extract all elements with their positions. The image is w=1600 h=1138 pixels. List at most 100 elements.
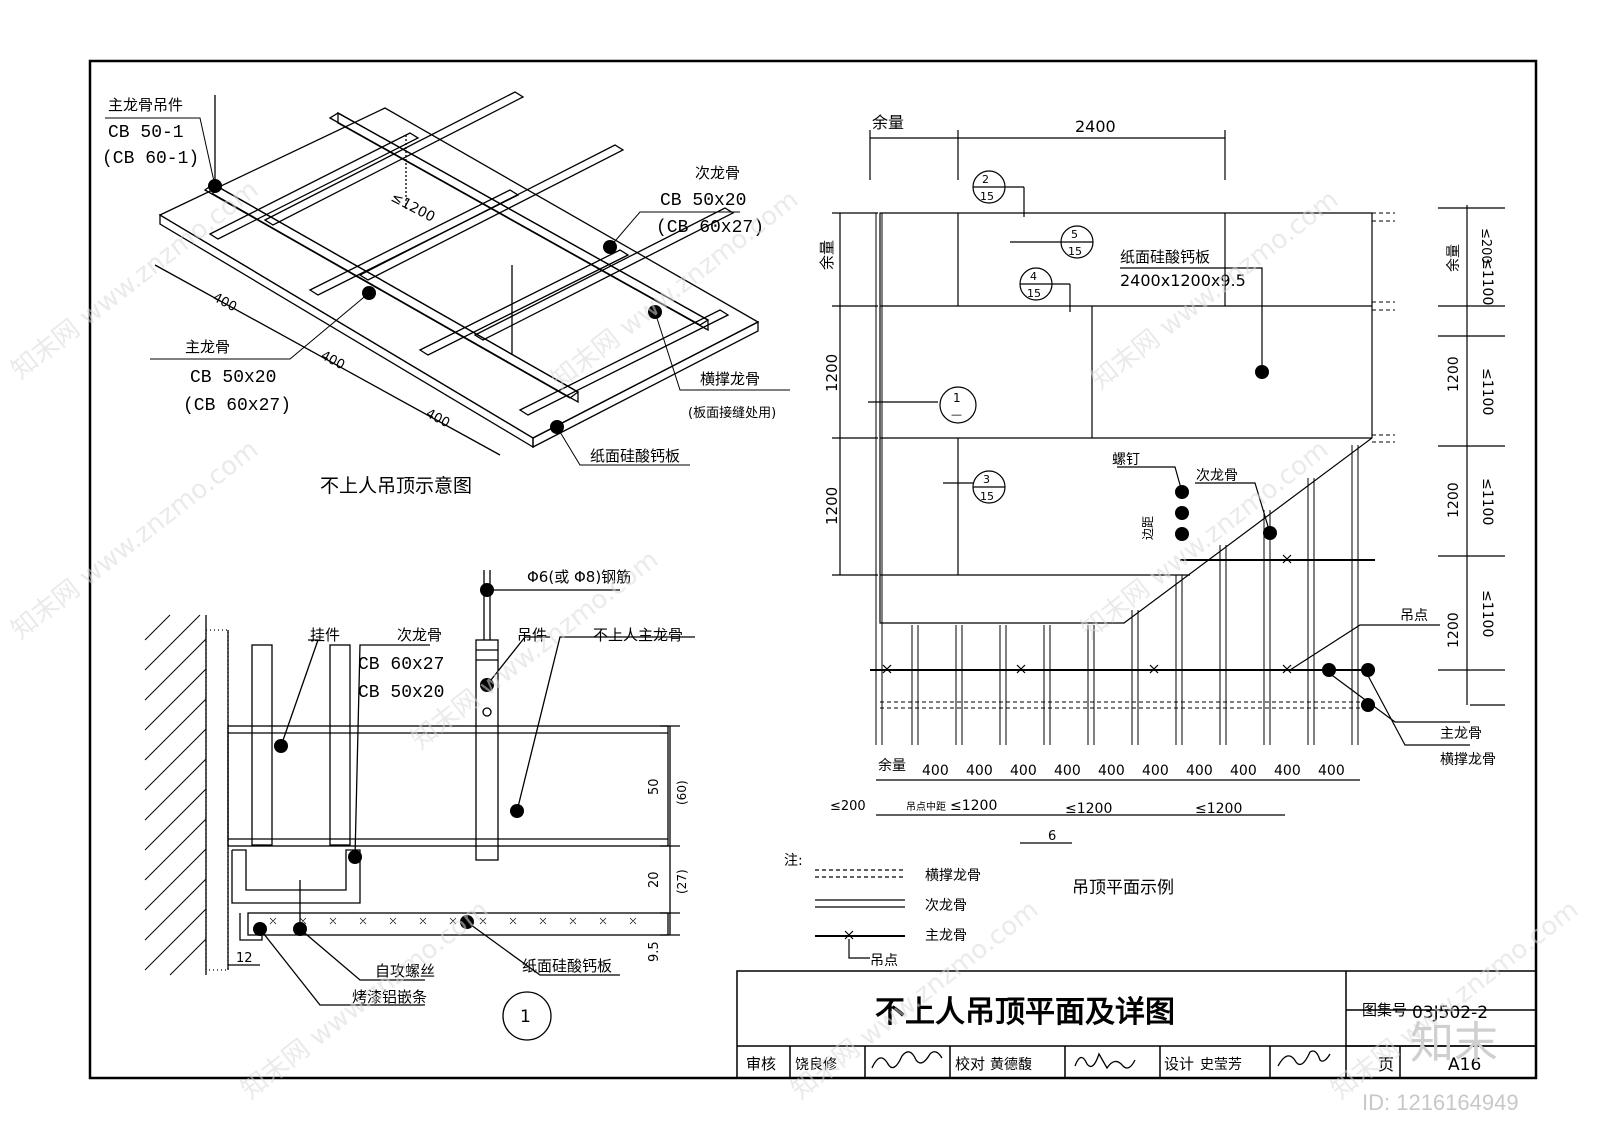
iso-title: 不上人吊顶示意图 xyxy=(320,475,472,497)
detail-dim-5: 9.5 xyxy=(647,941,662,962)
watermark-3: 知末网 www.znzmo.com xyxy=(1086,185,1344,396)
iso-sec-spec1: CB 50x20 xyxy=(660,191,746,211)
iso-main-spec2: (CB 60x27) xyxy=(183,396,291,416)
iso-main-spec1: CB 50x20 xyxy=(190,368,276,388)
plan-bottom2-2: 吊点中距 xyxy=(906,800,946,813)
callout-1-top: 1 xyxy=(953,391,961,405)
atlas-label: 图集号 xyxy=(1362,1001,1407,1019)
plan-bottom-margin: 余量 xyxy=(878,757,906,774)
iso-main-name: 主龙骨 xyxy=(185,338,230,356)
detail-pendant: 挂件 xyxy=(310,626,340,644)
watermark-7: 知末网 www.znzmo.com xyxy=(236,895,494,1106)
detail-dim-4: (27) xyxy=(675,869,689,894)
plan-dots xyxy=(1175,365,1375,712)
plan-bottom-dim-1: 400 xyxy=(922,763,949,779)
plan-right-dim-3: ≤1100 xyxy=(1479,368,1495,415)
plan-right-dim-4: 1200 xyxy=(1446,482,1462,518)
detail-view xyxy=(144,570,695,1041)
detail-xhatch xyxy=(269,917,637,925)
callout-1-bottom: — xyxy=(951,408,962,421)
designer-signature xyxy=(1277,1050,1331,1067)
page-no: A16 xyxy=(1448,1055,1481,1075)
plan-board-label: 纸面硅酸钙板 xyxy=(1120,248,1210,266)
detail-sec-spec2: CB 50x20 xyxy=(358,683,444,703)
detail-rebar: Φ6(或 Φ8)钢筋 xyxy=(527,568,631,586)
plan-board-outline xyxy=(879,212,1373,624)
review-label: 审核 xyxy=(746,1055,776,1073)
plan-main-keel: 主龙骨 xyxy=(1440,726,1482,742)
plan-right-top: ≤200 xyxy=(1478,228,1493,264)
brand-logo: 知末 xyxy=(1410,1018,1498,1069)
image-id: ID: 1216164949 xyxy=(1362,1090,1519,1115)
wall-hatch xyxy=(144,614,207,976)
plan-top-margin: 余量 xyxy=(872,113,904,132)
callout-3-top: 3 xyxy=(983,473,990,486)
detail-dim-3: 20 xyxy=(647,871,662,888)
iso-cross-keels xyxy=(263,91,735,341)
callout-4-bottom: 15 xyxy=(1027,287,1041,300)
iso-hanger-spec1: CB 50-1 xyxy=(108,123,184,143)
plan-bottom2-5: ≤1200 xyxy=(1195,801,1242,817)
plan-top-dim: 2400 xyxy=(1075,117,1116,136)
iso-cross-name: 横撑龙骨 xyxy=(700,370,760,388)
plan-hang-point: 吊点 xyxy=(1400,608,1428,624)
plan-right-margin: 余量 xyxy=(1445,244,1462,272)
callout-3-bottom: 15 xyxy=(980,490,994,503)
plan-view xyxy=(815,130,1505,959)
plan-sec-keels xyxy=(875,213,1359,745)
iso-sec-spec2: (CB 60x27) xyxy=(656,218,764,238)
detail-screw: 自攻螺丝 xyxy=(375,962,435,980)
iso-hanger-name: 主龙骨吊件 xyxy=(108,96,183,114)
plan-left-dim-2: 1200 xyxy=(823,487,841,525)
detail-hanger: 吊件 xyxy=(517,626,547,644)
plan-cross-keels xyxy=(880,212,1395,709)
plan-bottom-dim-8: 400 xyxy=(1230,763,1257,779)
plan-left-dim-1: 1200 xyxy=(823,354,841,392)
check-label: 校对 xyxy=(955,1055,985,1073)
legend-sec: 次龙骨 xyxy=(925,898,967,914)
plan-cross-keel: 横撑龙骨 xyxy=(1440,752,1496,768)
title-block xyxy=(736,970,1537,1079)
callout-5-bottom: 15 xyxy=(1068,245,1082,258)
plan-bottom-dim-4: 400 xyxy=(1054,763,1081,779)
title-block-text: 不上人吊顶平面及详图 图集号 03J502-2 审核 饶良修 校对 黄德馥 设计… xyxy=(746,995,1488,1075)
plan-bottom-dim-7: 400 xyxy=(1186,763,1213,779)
detail-number: 1 xyxy=(520,1007,531,1027)
designer: 史莹芳 xyxy=(1200,1056,1242,1073)
detail-w12: 12 xyxy=(236,951,253,966)
plan-right-dim-7: ≤1100 xyxy=(1479,590,1495,637)
detail-labels: Φ6(或 Φ8)钢筋 挂件 次龙骨 CB 60x27 CB 50x20 吊件 不… xyxy=(236,568,689,1027)
reviewer-signature xyxy=(871,1051,943,1069)
iso-leaders xyxy=(105,117,790,466)
plan-right-dim-1: ≤1100 xyxy=(1479,258,1495,305)
plan-hang-points xyxy=(882,554,1292,674)
plan-screw: 螺钉 xyxy=(1112,452,1140,468)
legend-main: 主龙骨 xyxy=(925,928,967,944)
detail-dim-1: 50 xyxy=(647,778,662,795)
plan-bottom-dim-3: 400 xyxy=(1010,763,1037,779)
plan-bottom2-3: ≤1200 xyxy=(950,798,997,814)
detail-strip: 烤漆铝嵌条 xyxy=(352,988,427,1006)
iso-hanger-spec2: (CB 60-1) xyxy=(102,149,199,169)
plan-bottom2-4: ≤1200 xyxy=(1065,801,1112,817)
atlas-no: 03J502-2 xyxy=(1412,1003,1488,1023)
plan-right-dim-2: 1200 xyxy=(1446,356,1462,392)
detail-sec-spec1: CB 60x27 xyxy=(358,655,444,675)
iso-board xyxy=(158,107,760,439)
iso-dim-2: 400 xyxy=(318,348,347,373)
plan-bottom-dim-10: 400 xyxy=(1318,763,1345,779)
legend-cross: 横撑龙骨 xyxy=(925,868,981,884)
plan-labels: 余量 2400 余量 1200 1200 纸面硅酸钙板 2400x1200x9.… xyxy=(818,113,1496,898)
detail-board: 纸面硅酸钙板 xyxy=(522,957,612,975)
iso-dim-3: 400 xyxy=(423,406,452,431)
plan-right-dim-5: ≤1100 xyxy=(1479,478,1495,525)
iso-dim-1: 400 xyxy=(210,290,239,315)
iso-board-label: 纸面硅酸钙板 xyxy=(590,447,680,465)
legend-note: 注: xyxy=(784,853,803,869)
plan-sec-keel: 次龙骨 xyxy=(1196,468,1238,484)
plan-left-margin: 余量 xyxy=(818,240,836,270)
design-label: 设计 xyxy=(1164,1055,1194,1073)
legend: 注: 横撑龙骨 次龙骨 主龙骨 吊点 xyxy=(784,853,981,969)
iso-cross-note: (板面接缝处用) xyxy=(688,405,776,421)
